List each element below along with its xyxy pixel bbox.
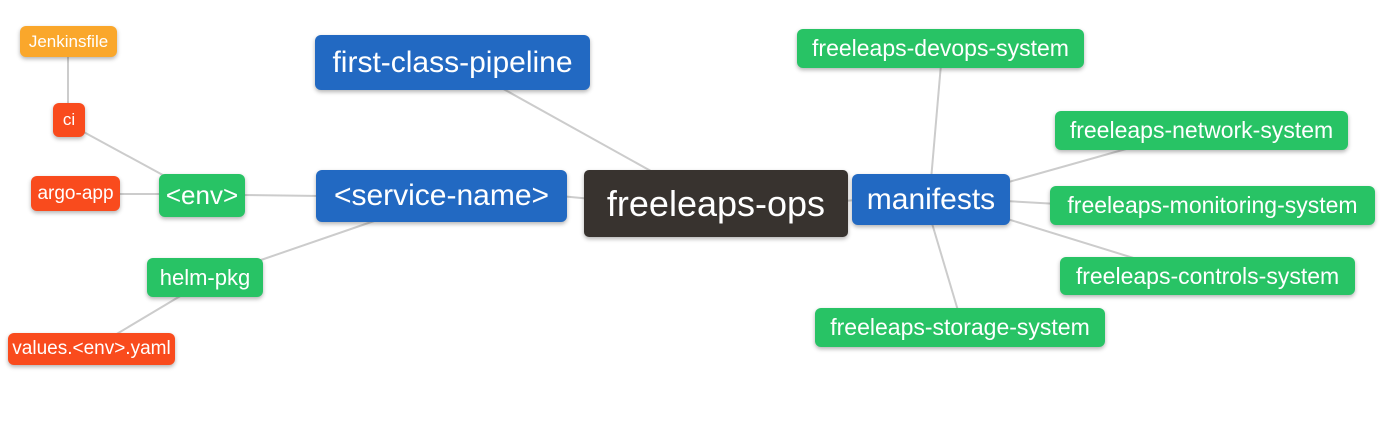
node-manifests[interactable]: manifests [852,174,1010,225]
node-jenkinsfile[interactable]: Jenkinsfile [20,26,117,57]
edge-ci-env [79,129,173,181]
edge-values-helm-pkg [114,294,183,336]
edge-manifests-storage-system [930,219,960,315]
node-label: freeleaps-monitoring-system [1067,192,1358,218]
node-service-name[interactable]: <service-name> [316,170,567,222]
edge-manifests-network-system [1004,148,1127,184]
node-label: values.<env>.yaml [12,338,171,359]
node-freeleaps-devops-system[interactable]: freeleaps-devops-system [797,29,1084,68]
node-argo-app[interactable]: argo-app [31,176,120,211]
edge-helm-pkg-service-name [257,218,381,262]
node-label: freeleaps-controls-system [1075,262,1340,289]
edge-first-class-pipeline-ops [497,85,659,176]
edge-env-service-name [239,194,323,197]
node-label: <service-name> [333,179,550,212]
node-ci[interactable]: ci [53,103,85,137]
node-label: ci [62,110,76,129]
node-values-env-yaml[interactable]: values.<env>.yaml [8,333,175,365]
node-helm-pkg[interactable]: helm-pkg [147,258,263,297]
edge-manifests-monitoring-system [1004,200,1059,205]
node-freeleaps-network-system[interactable]: freeleaps-network-system [1055,111,1348,150]
edge-manifests-controls-system [1003,217,1141,261]
node-label: argo-app [37,182,114,204]
node-freeleaps-storage-system[interactable]: freeleaps-storage-system [815,308,1105,347]
node-freeleaps-monitoring-system[interactable]: freeleaps-monitoring-system [1050,186,1375,225]
node-label: freeleaps-devops-system [812,35,1069,61]
node-label: manifests [866,182,996,216]
node-label: Jenkinsfile [28,31,109,51]
node-first-class-pipeline[interactable]: first-class-pipeline [315,35,590,90]
node-freeleaps-ops-root[interactable]: freeleaps-ops [584,170,848,237]
node-label: <env> [165,180,239,210]
node-label: first-class-pipeline [332,45,573,79]
edge-manifests-devops-system [930,63,942,181]
node-label: helm-pkg [159,264,251,290]
node-env[interactable]: <env> [159,174,245,217]
node-label: freeleaps-ops [606,182,826,224]
node-label: freeleaps-network-system [1069,117,1334,143]
node-freeleaps-controls-system[interactable]: freeleaps-controls-system [1060,257,1355,295]
node-label: freeleaps-storage-system [830,314,1090,340]
